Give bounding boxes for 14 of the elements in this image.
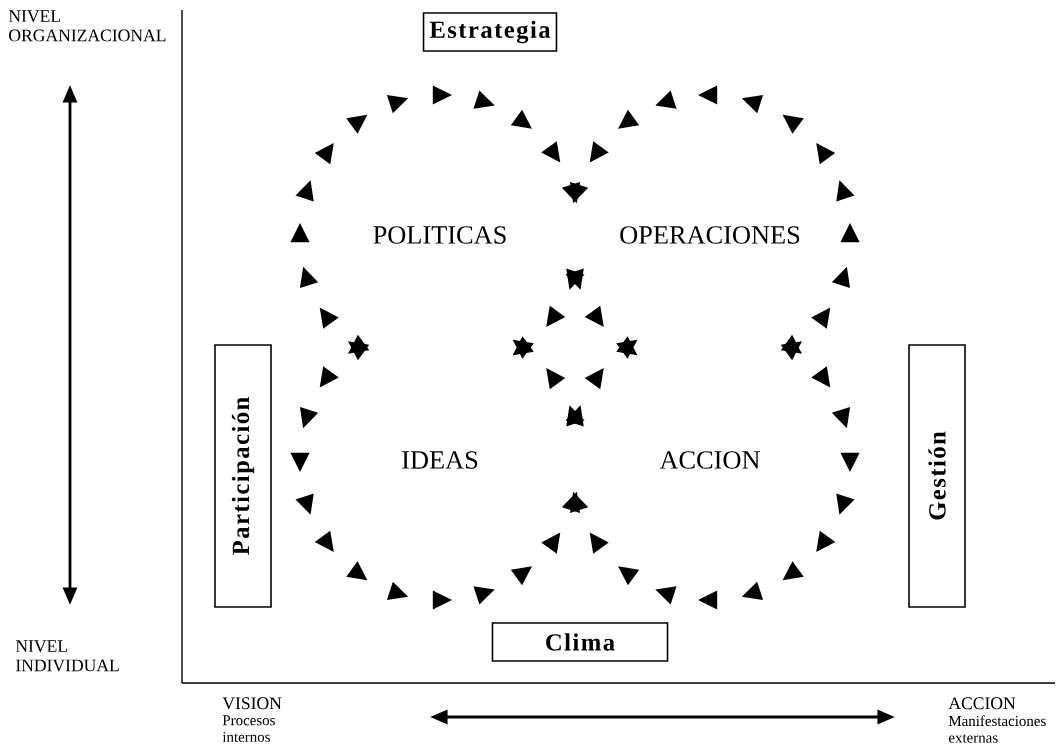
axis-label: Procesos internos bbox=[222, 715, 275, 742]
axis-label: ACCION bbox=[948, 697, 1016, 710]
axis-label: VISION bbox=[222, 697, 282, 710]
circle-label: ACCION bbox=[659, 451, 760, 469]
axis-label: Manifestaciones externas bbox=[948, 715, 1046, 743]
label-box: Estrategia bbox=[422, 12, 558, 52]
label-box: Gestión bbox=[908, 344, 966, 608]
circle-label: IDEAS bbox=[402, 451, 478, 469]
axis-label: NIVEL ORGANIZACIONAL bbox=[8, 10, 166, 42]
axis-label: NIVEL INDIVIDUAL bbox=[15, 640, 119, 672]
circle-label: OPERACIONES bbox=[620, 226, 800, 244]
label-box: Clima bbox=[491, 622, 669, 662]
circle-label: POLITICAS bbox=[373, 226, 506, 244]
label-box: Participación bbox=[214, 344, 272, 608]
